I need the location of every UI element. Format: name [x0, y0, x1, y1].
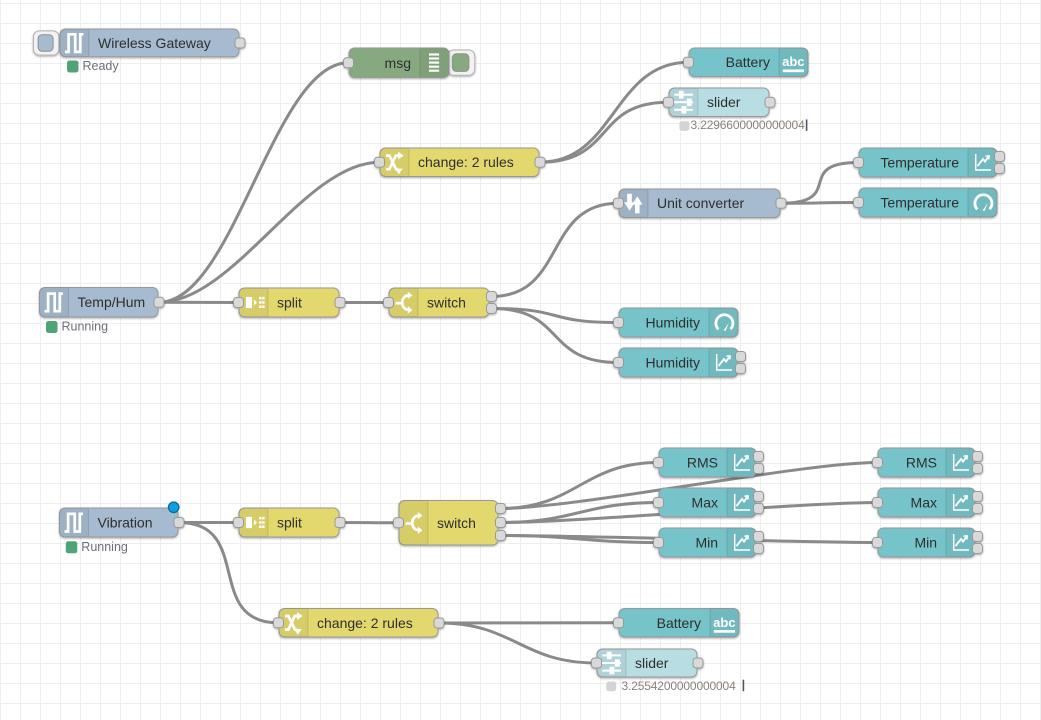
- svg-text:slider: slider: [707, 94, 741, 110]
- svg-text:slider: slider: [635, 655, 669, 671]
- svg-text:Temperature: Temperature: [880, 155, 959, 171]
- svg-text:Humidity: Humidity: [646, 315, 700, 331]
- svg-text:change: 2 rules: change: 2 rules: [317, 615, 413, 631]
- svg-text:3.2296600000000004: 3.2296600000000004: [691, 118, 806, 132]
- svg-text:abc: abc: [713, 615, 735, 630]
- svg-text:Battery: Battery: [657, 615, 701, 631]
- svg-text:split: split: [277, 295, 302, 311]
- svg-text:Running: Running: [62, 320, 109, 334]
- svg-text:Ready: Ready: [83, 59, 120, 73]
- svg-text:Humidity: Humidity: [646, 355, 700, 371]
- svg-text:Min: Min: [914, 535, 937, 551]
- svg-text:msg: msg: [385, 55, 411, 71]
- svg-text:change: 2 rules: change: 2 rules: [418, 154, 514, 170]
- svg-text:abc: abc: [782, 54, 804, 69]
- svg-text:switch: switch: [437, 515, 476, 531]
- svg-text:Vibration: Vibration: [98, 515, 153, 531]
- svg-text:split: split: [277, 515, 302, 531]
- svg-text:Max: Max: [911, 495, 937, 511]
- svg-text:Temperature: Temperature: [880, 195, 959, 211]
- svg-text:RMS: RMS: [906, 455, 937, 471]
- svg-text:switch: switch: [427, 295, 466, 311]
- svg-text:Temp/Hum: Temp/Hum: [78, 294, 146, 310]
- svg-text:3.2554200000000004: 3.2554200000000004: [622, 679, 737, 693]
- svg-text:Running: Running: [81, 540, 128, 554]
- svg-text:Max: Max: [692, 495, 718, 511]
- svg-text:Min: Min: [695, 535, 718, 551]
- svg-text:Battery: Battery: [726, 54, 770, 70]
- svg-text:Unit converter: Unit converter: [657, 195, 744, 211]
- svg-text:RMS: RMS: [687, 455, 718, 471]
- svg-text:Wireless Gateway: Wireless Gateway: [98, 35, 211, 51]
